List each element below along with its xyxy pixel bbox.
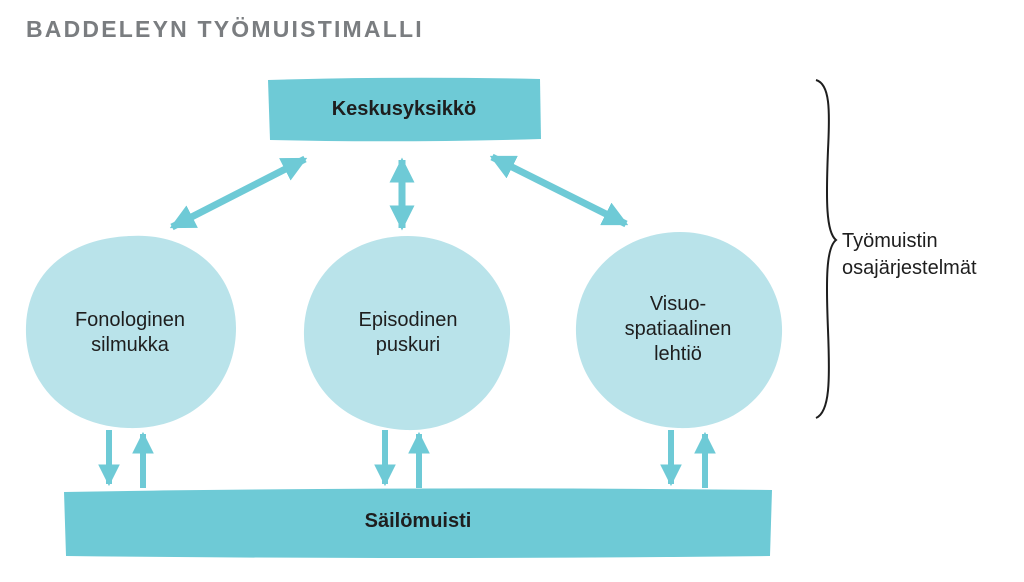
phonological-loop-label: Fonologinen silmukka bbox=[74, 309, 186, 356]
central-executive-label: Keskusyksikkö bbox=[331, 98, 477, 120]
diagram-title: BADDELEYN TYÖMUISTIMALLI bbox=[26, 16, 424, 42]
phonological-loop-circle bbox=[25, 235, 236, 429]
visuospatial-sketchpad-circle bbox=[575, 232, 783, 429]
long-term-memory-label: Säilömuisti bbox=[364, 510, 472, 532]
episodic-buffer-label: Episodinen puskuri bbox=[358, 309, 458, 356]
subsystems-brace bbox=[815, 79, 838, 419]
central-executive-box bbox=[268, 77, 541, 142]
arrow-executive-visuospatial bbox=[489, 153, 629, 228]
long-term-memory-box bbox=[64, 488, 772, 558]
visuospatial-sketchpad-label: Visuo- spatiaalinen lehtiö bbox=[624, 293, 732, 365]
arrow-executive-phonological bbox=[169, 155, 308, 231]
episodic-buffer-circle bbox=[303, 236, 511, 431]
subsystems-label: Työmuistin osajärjestelmät bbox=[842, 230, 977, 279]
